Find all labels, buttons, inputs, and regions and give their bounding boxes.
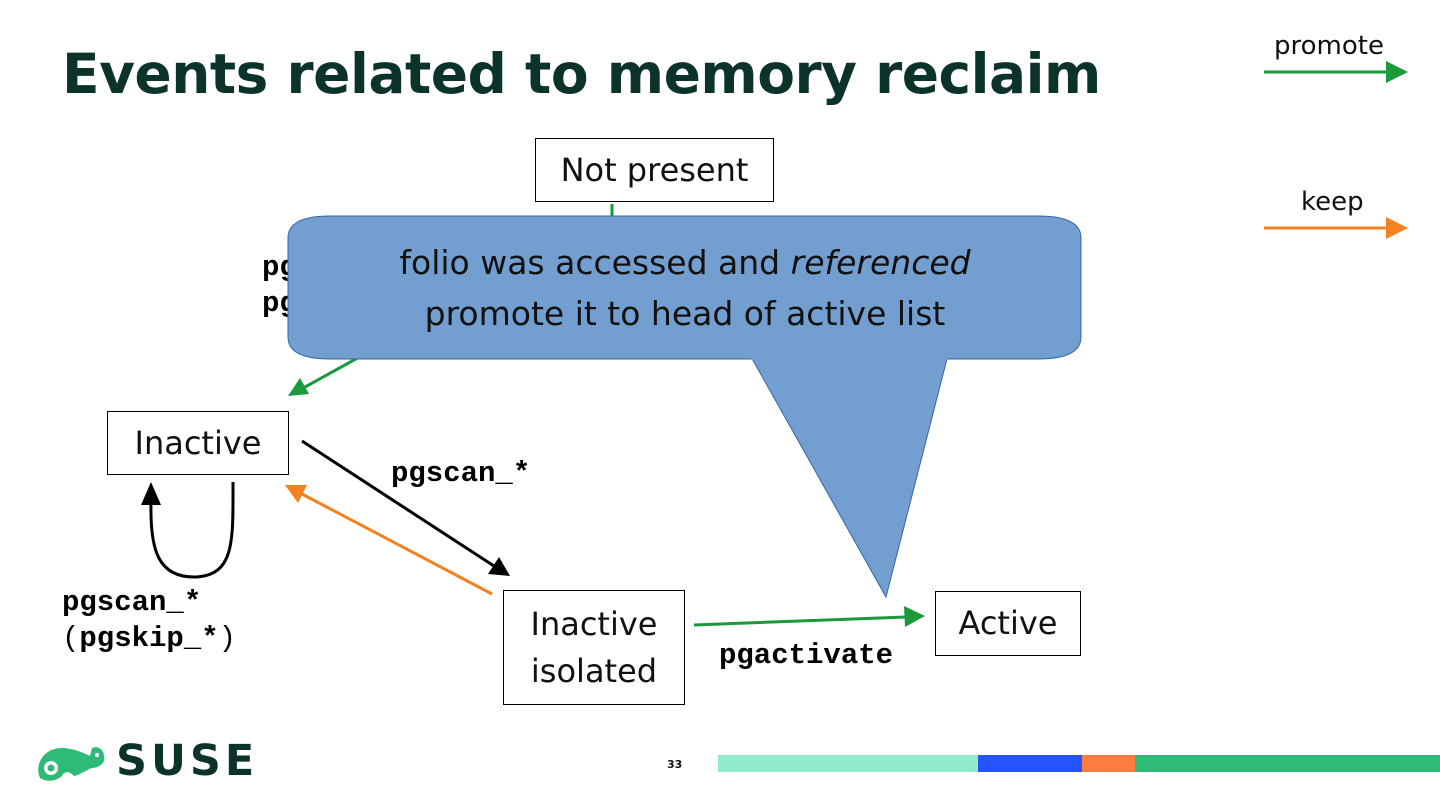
slide-title: Events related to memory reclaim	[62, 42, 1101, 106]
callout-line-1: folio was accessed and referenced	[290, 237, 1080, 288]
state-active: Active	[935, 591, 1081, 656]
pgskip-open-paren: (	[62, 622, 80, 655]
footer-color-bar	[718, 755, 1440, 772]
callout-bubble	[287, 215, 1082, 599]
suse-chameleon-logo	[38, 747, 105, 781]
state-inactive-label: Inactive	[134, 423, 262, 462]
arrow-isolated-to-active-green	[693, 606, 925, 627]
callout-line-2: promote it to head of active list	[424, 294, 946, 333]
event-label-pgactivate: pgactivate	[719, 639, 894, 672]
state-inactive-isolated-line1: Inactive	[530, 605, 658, 644]
state-active-label: Active	[958, 604, 1058, 643]
state-not-present: Not present	[535, 138, 774, 202]
state-inactive: Inactive	[107, 411, 289, 475]
pgskip-text: pgskip_*	[79, 622, 219, 655]
event-label-pgskip: (pgskip_*)	[62, 621, 236, 657]
arrow-isolated-to-inactive-orange	[285, 485, 493, 596]
state-inactive-isolated-line2: isolated	[530, 651, 658, 690]
legend-promote-arrow	[1264, 61, 1408, 83]
callout-line-1-emphasis: referenced	[790, 243, 971, 282]
event-label-pgscan: pgscan_*	[391, 457, 531, 490]
suse-logo-text: SUSE	[116, 736, 259, 786]
arrow-inactive-self-loop	[141, 481, 235, 579]
page-number: 33	[667, 758, 683, 771]
pgskip-close-paren: )	[218, 622, 237, 655]
legend-keep-arrow	[1264, 217, 1408, 239]
legend-promote-label: promote	[1274, 31, 1384, 61]
state-inactive-isolated: Inactive isolated	[503, 590, 685, 705]
event-label-pgscan-loop: pgscan_*	[62, 586, 202, 619]
callout-text: folio was accessed and referenced promot…	[290, 237, 1080, 339]
arrow-inactive-to-isolated	[301, 439, 510, 576]
state-not-present-label: Not present	[560, 150, 749, 189]
legend-keep-label: keep	[1301, 187, 1364, 217]
callout-line-1-prefix: folio was accessed and	[399, 243, 791, 282]
